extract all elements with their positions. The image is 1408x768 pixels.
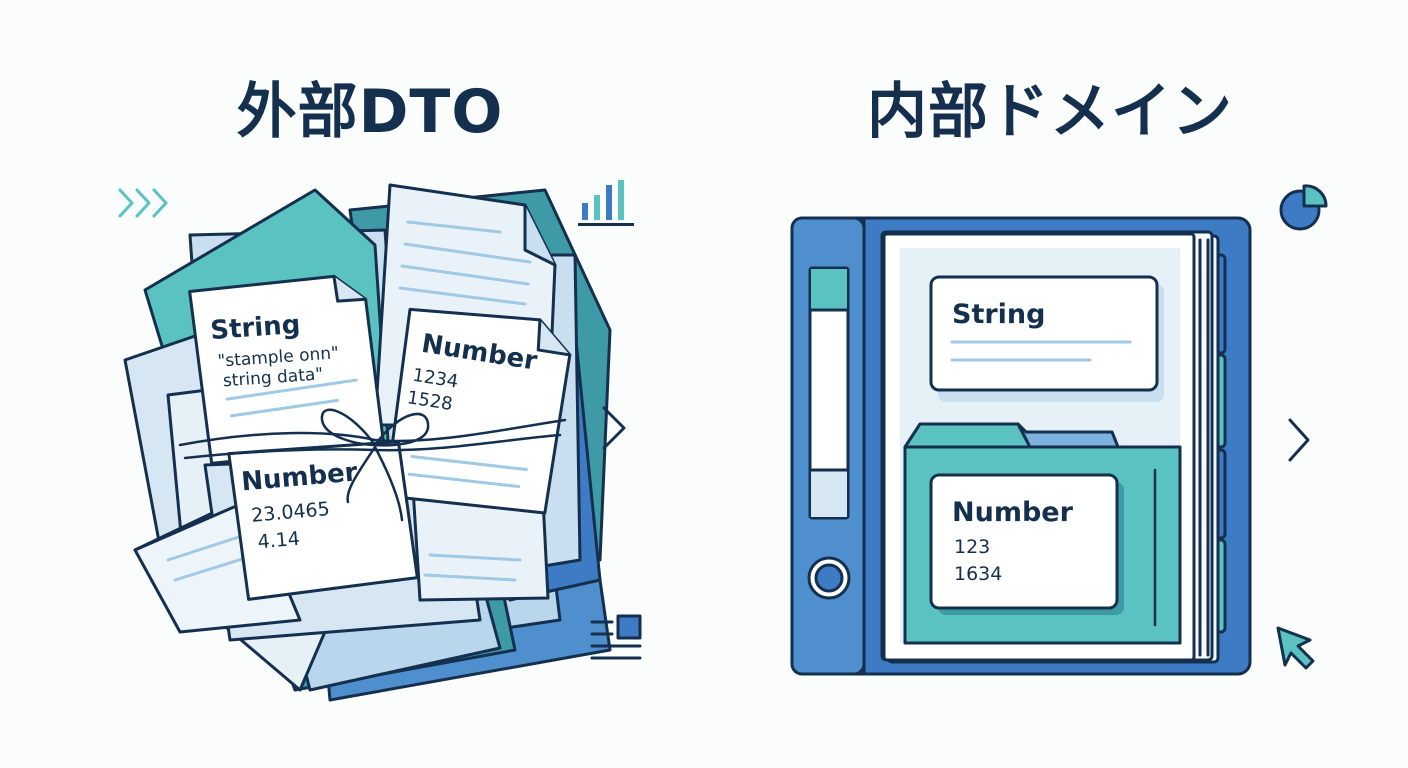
dto-string-card xyxy=(188,274,386,465)
chevrons-right-icon xyxy=(118,188,168,218)
domain-string-type-label: String xyxy=(952,299,1045,330)
dto-number-card-right xyxy=(384,307,572,515)
cursor-arrow-icon xyxy=(1276,626,1315,670)
pie-chart-icon xyxy=(1279,184,1328,231)
dto-title: 外部DTO xyxy=(236,77,504,147)
domain-binder xyxy=(790,216,1252,676)
dto-string-type-label: String xyxy=(209,310,301,346)
domain-title: 内部ドメイン xyxy=(867,77,1233,147)
dog-ear xyxy=(536,318,572,357)
dto-paper-pile xyxy=(123,183,612,702)
chevron-right-icon xyxy=(602,406,626,450)
domain-number-card xyxy=(929,473,1119,610)
bar-chart-icon xyxy=(578,180,634,226)
dog-ear xyxy=(332,274,368,303)
tie-string xyxy=(178,408,567,522)
text-lines xyxy=(423,553,522,582)
document-lines-icon xyxy=(590,614,642,660)
text-lines xyxy=(398,220,532,306)
dog-ear xyxy=(523,203,557,267)
chevron-right-icon xyxy=(1288,418,1310,462)
domain-string-card xyxy=(929,275,1159,392)
domain-number-value-1: 123 xyxy=(954,536,990,558)
spine-label xyxy=(808,266,850,520)
dto-number-card-bottom xyxy=(227,440,419,601)
domain-number-value-2: 1634 xyxy=(954,563,1002,585)
domain-number-type-label: Number xyxy=(952,497,1074,528)
dto-number-bottom-value-2: 4.14 xyxy=(257,528,301,554)
